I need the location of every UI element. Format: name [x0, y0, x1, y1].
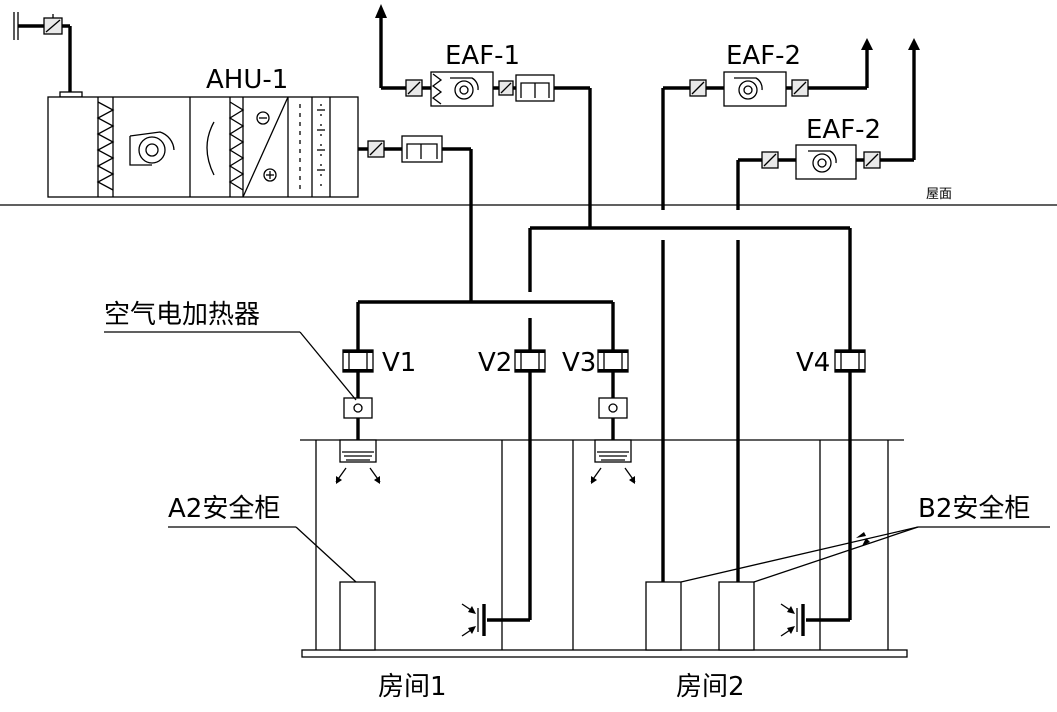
valve-v4: [834, 349, 866, 373]
b2-leader-lines: [680, 526, 1050, 583]
heater-label: 空气电加热器: [104, 300, 260, 330]
valve-v4-label: V4: [796, 348, 830, 378]
roof-label: 屋面: [926, 187, 952, 202]
a2-leader-line: [168, 526, 357, 583]
exhaust-grille-room1: [461, 603, 486, 637]
supply-duct: [356, 135, 615, 440]
ahu-1-label: AHU-1: [206, 65, 288, 95]
eaf-2-top-label: EAF-2: [726, 41, 801, 71]
valve-v3-label: V3: [562, 348, 596, 378]
a2-safety-cabinet: [339, 581, 376, 651]
air-heater-room1: [343, 397, 373, 419]
exhaust-ducts: [487, 226, 852, 622]
supply-diffuser-room1: [335, 439, 381, 484]
b2-safety-cabinet-2: [718, 581, 755, 651]
eaf-1-fan: [375, 4, 592, 228]
eaf-1-label: EAF-1: [445, 41, 520, 71]
supply-diffuser-room2: [590, 439, 636, 484]
eaf-2-bottom-fan: [736, 38, 920, 210]
heater-leader-line: [104, 331, 357, 401]
valve-v1-label: V1: [382, 348, 416, 378]
valve-v2-label: V2: [478, 348, 512, 378]
air-heater-room2: [598, 397, 628, 419]
valve-v1: [342, 349, 374, 373]
valve-v3: [597, 349, 629, 373]
exhaust-grille-room2: [780, 603, 805, 637]
valve-v2: [514, 349, 546, 373]
eaf-2-top-fan: [661, 38, 873, 210]
b2-safety-cabinet-1: [645, 581, 682, 651]
ahu-1-unit: [13, 12, 359, 198]
b2-cabinet-label: B2安全柜: [918, 494, 1030, 524]
room-2-label: 房间2: [676, 672, 745, 702]
eaf-2-bottom-label: EAF-2: [806, 115, 881, 145]
a2-cabinet-label: A2安全柜: [168, 494, 280, 524]
room-structure: [300, 439, 908, 658]
room-1-label: 房间1: [378, 672, 447, 702]
